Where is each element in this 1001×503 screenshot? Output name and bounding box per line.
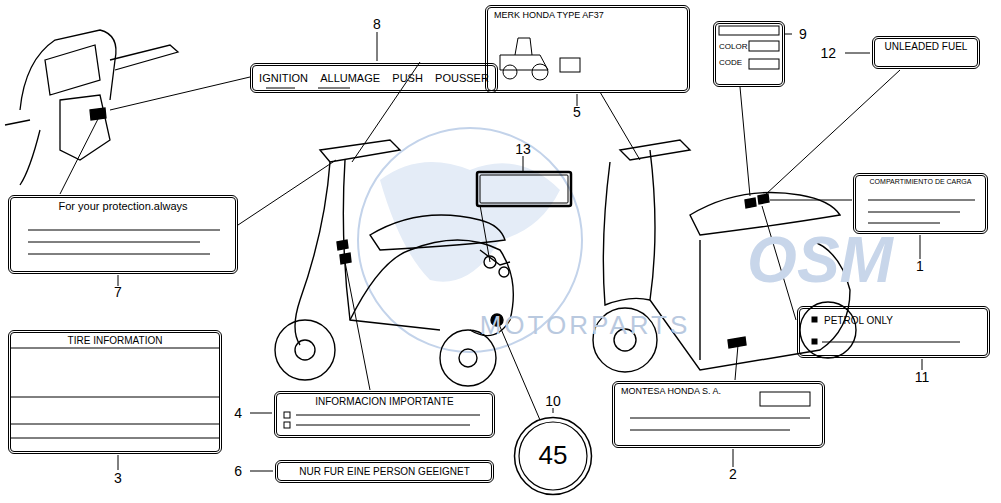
callout-number: 4 [234,406,242,420]
callout-number: 7 [114,285,122,299]
callout-number: 11 [915,370,930,384]
callout-number: 3 [114,471,122,485]
label-text: POUSSER [435,72,489,85]
callout-number: 13 [515,142,531,156]
label-text: For your protection.always [59,200,188,213]
watermark: OSM [747,228,893,292]
callout-number: 10 [545,394,561,408]
callout-number: 6 [234,464,242,478]
label-model-type: MERK HONDA TYPE AF37 [485,5,690,93]
label-text: UNLEADED FUEL [885,41,968,53]
label-text: IGNITION [259,72,308,85]
blank-field [719,26,779,69]
label-petrol: PETROL ONLY [797,306,990,358]
callout-number: 2 [729,467,737,481]
label-cargo: COMPARTIMIENTO DE CARGA [853,173,988,234]
label-text: NUR FUR EINE PERSON GEEIGNET [299,466,470,478]
label-ignition: IGNITION ALLUMAGE PUSH POUSSER [250,63,498,93]
label-caution: For your protection.always [8,195,238,274]
handlebar-sketch [5,30,178,185]
watermark: MOTORPARTS [480,312,691,338]
label-important-info: INFORMACION IMPORTANTE [274,391,495,438]
label-text: CODE [719,58,745,67]
callout-number: 5 [573,105,581,119]
label-text: COLOR [719,42,745,51]
speed-label-circle: 45 [513,416,593,496]
label-fuel: UNLEADED FUEL [872,36,980,69]
label-detail [11,38,975,438]
label-text: 45 [539,441,568,471]
label-text: INFORMACION IMPORTANTE [315,396,454,408]
inner-ring [519,422,587,490]
callout-number: 8 [373,17,381,31]
label-text: PUSH [392,72,423,85]
callout-number: 9 [799,27,807,41]
callout-number: 12 [820,46,836,60]
callout-number: 1 [916,259,924,273]
label-text: TIRE INFORMATION [68,335,163,347]
label-tire-info: TIRE INFORMATION [8,330,222,454]
label-text: MERK HONDA TYPE AF37 [494,10,604,20]
leader-lines [60,32,922,471]
label-color-code: COLOR CODE [713,21,785,87]
outer-ring [515,418,592,495]
label-manufacturer: MONTESA HONDA S. A. [612,381,825,448]
label-text: MONTESA HONDA S. A. [621,386,721,396]
label-text: ALLUMAGE [320,72,380,85]
label-text: PETROL ONLY [824,315,893,327]
label-text: COMPARTIMIENTO DE CARGA [870,178,972,186]
label-one-person: NUR FUR EINE PERSON GEEIGNET [275,460,494,483]
